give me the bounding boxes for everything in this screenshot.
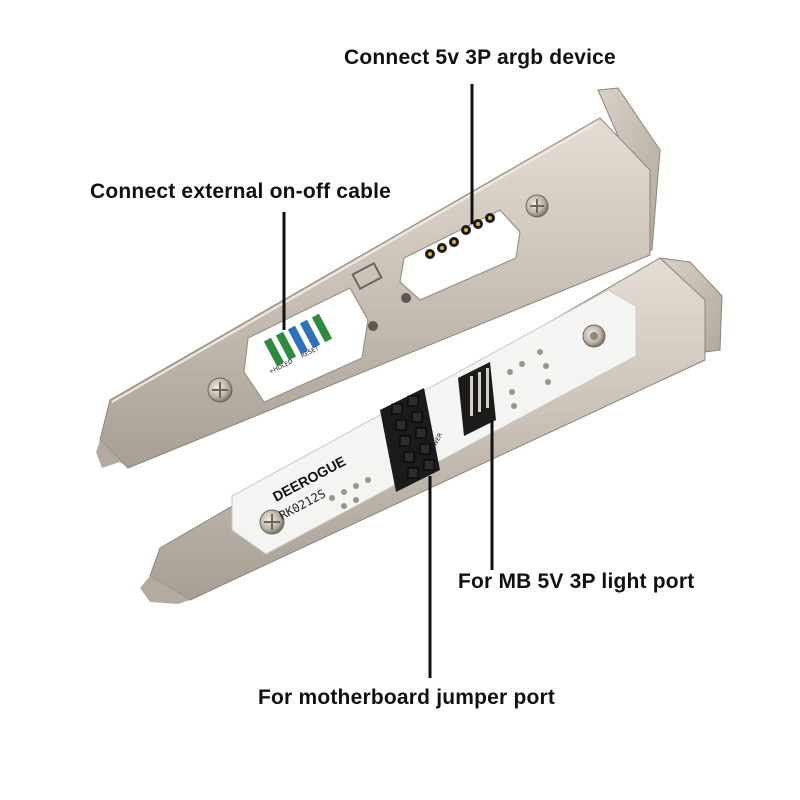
screw-icon [582, 324, 606, 348]
screw-icon [525, 194, 549, 218]
leader-lines [282, 84, 494, 678]
argb-pin-header [425, 213, 495, 259]
screw-icon [207, 377, 233, 403]
argb-cutout [399, 209, 521, 301]
solder-pads [329, 349, 551, 509]
screw-icon [259, 509, 285, 535]
callout-mb-jumper-port: For motherboard jumper port [258, 686, 556, 709]
pcb-board [231, 289, 637, 555]
callout-onoff-cable: Connect external on-off cable [90, 180, 392, 203]
light-pin-header [458, 362, 496, 436]
upper-bracket: +HDLED RESET [96, 87, 661, 469]
lower-bracket: DEEROGUE RK0212S POWER [140, 257, 723, 604]
jumper-connector [380, 388, 440, 492]
callout-argb-device: Connect 5v 3P argb device [344, 46, 616, 69]
onoff-cutout [243, 287, 369, 403]
callout-mb-light-port: For MB 5V 3P light port [458, 570, 695, 593]
